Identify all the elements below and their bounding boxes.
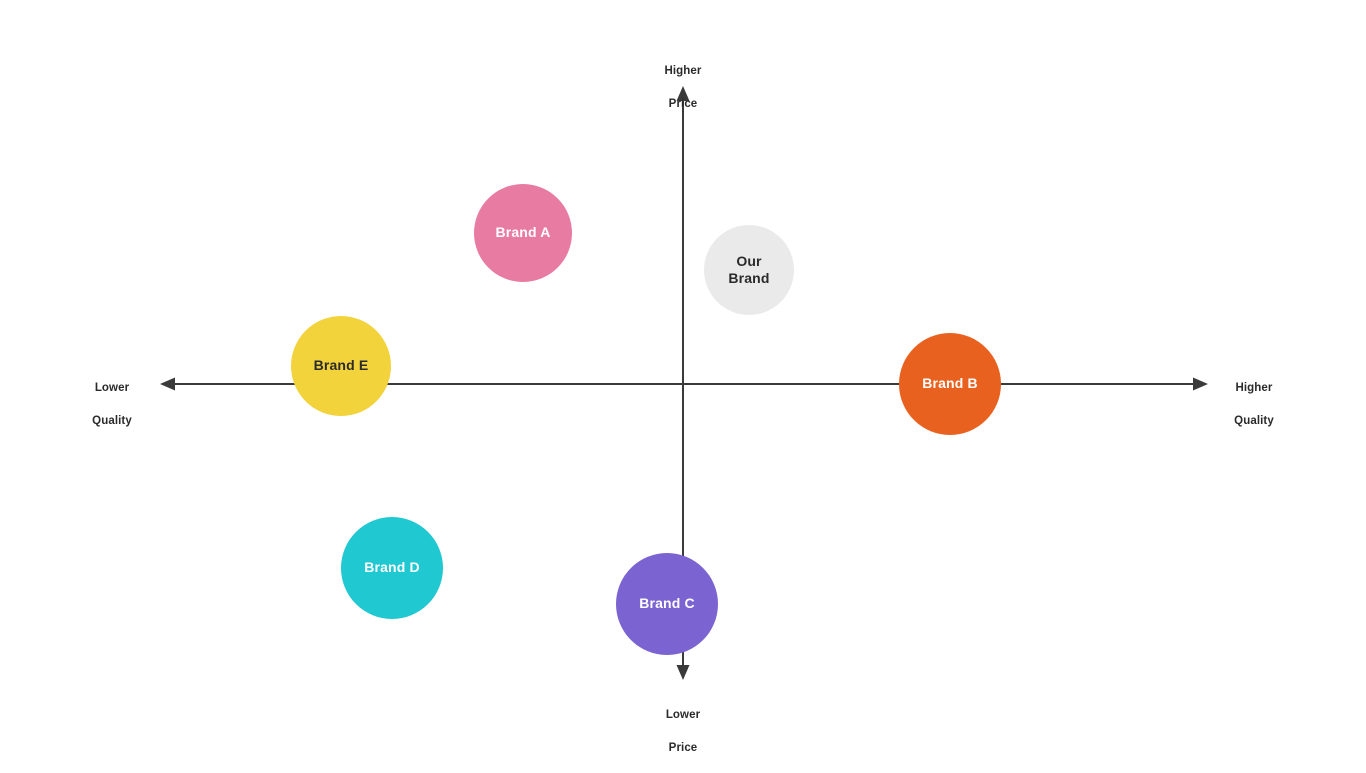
bubble-label-brand-a-line-1: Brand A [495,224,551,241]
bubble-brand-a[interactable]: Brand A [474,184,572,282]
bubble-label-brand-d: Brand D [364,559,420,577]
axis-label-higher-price-line-2: Price [668,98,698,111]
axis-label-higher-price-line-1: Higher [664,64,702,77]
axis-label-lower-quality-line-2: Quality [92,415,132,428]
bubble-label-brand-b-line-1: Brand B [922,375,978,392]
axis-label-higher-quality-line-2: Quality [1234,415,1274,428]
axis-label-higher-quality-line-1: Higher [1235,381,1273,394]
bubble-brand-c[interactable]: Brand C [616,553,718,655]
bubble-brand-e[interactable]: Brand E [291,316,391,416]
bubble-label-brand-c-line-1: Brand C [639,595,695,612]
bubble-label-brand-d-line-1: Brand D [364,559,420,576]
axis-label-lower-price-line-2: Price [668,742,698,755]
axis-label-lower-price-line-1: Lower [665,708,701,721]
axis-label-lower-price: Lower Price [623,690,743,773]
bubble-brand-b[interactable]: Brand B [899,333,1001,435]
axis-label-higher-price: Higher Price [623,46,743,129]
bubble-label-brand-a: Brand A [496,224,551,242]
axis-label-higher-quality: Higher Quality [1194,363,1314,446]
bubble-label-brand-e-line-1: Brand E [313,357,369,374]
price-axis-down-arrowhead [676,665,690,680]
axis-label-lower-quality: Lower Quality [52,363,172,446]
bubble-label-brand-e: Brand E [314,357,369,375]
bubble-brand-d[interactable]: Brand D [341,517,443,619]
bubble-label-brand-c: Brand C [639,595,695,613]
bubble-label-our-brand-line-2: Brand [728,270,770,286]
bubble-label-brand-b: Brand B [922,375,978,393]
axis-label-lower-quality-line-1: Lower [94,381,130,394]
bubble-label-our-brand-line-1: Our [736,252,762,269]
